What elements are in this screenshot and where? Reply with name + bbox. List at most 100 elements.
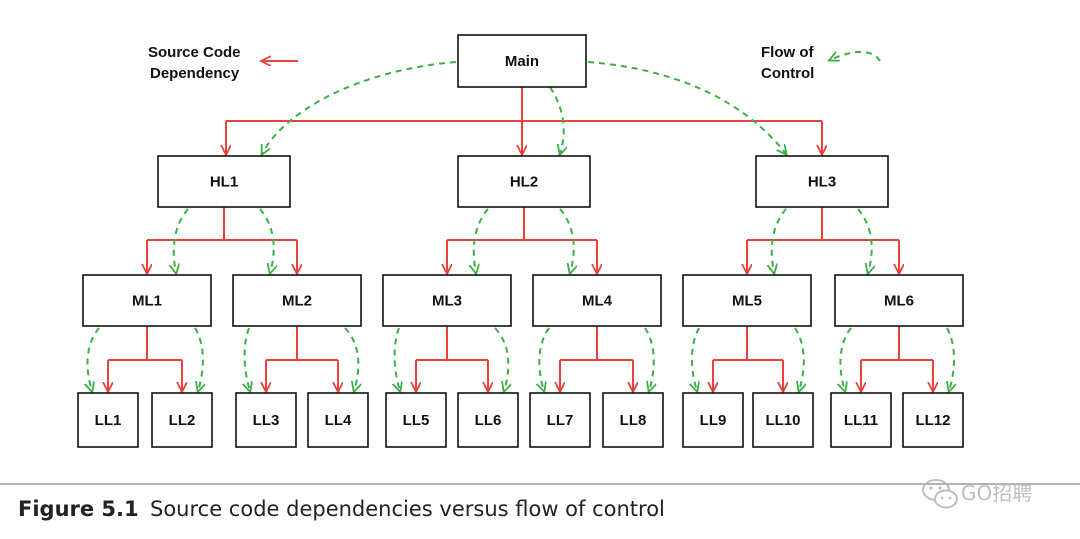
legend-flow: Flow of Control	[761, 44, 881, 82]
node-ll7: LL7	[529, 392, 591, 448]
legend-flow-arrow-icon	[830, 50, 881, 61]
node-main: Main	[457, 34, 587, 88]
node-ll8: LL8	[602, 392, 664, 448]
node-label: ML5	[732, 293, 762, 310]
node-hl2: HL2	[457, 155, 591, 208]
dependency-trunk-hl2	[447, 207, 597, 241]
node-box	[232, 274, 362, 327]
dependency-trunk-ml6	[861, 326, 933, 361]
node-box	[307, 392, 369, 448]
flow-arrow-ml6-right	[947, 327, 954, 391]
node-box	[457, 392, 519, 448]
node-box	[457, 155, 591, 208]
node-ml5: ML5	[682, 274, 812, 327]
caption-text: Source code dependencies versus flow of …	[150, 497, 665, 521]
flow-arrow-hl3-left	[772, 208, 787, 273]
node-ml6: ML6	[834, 274, 964, 327]
node-box	[902, 392, 964, 448]
node-box	[834, 274, 964, 327]
flow-arrow-hl2-left	[474, 208, 489, 273]
legend-flow-label-line1: Flow of	[761, 44, 814, 61]
dependency-trunk-ml3	[416, 326, 488, 361]
node-ml2: ML2	[232, 274, 362, 327]
flow-arrow-ml2-left	[245, 327, 250, 391]
flow-arrow-hl1-left	[174, 208, 189, 273]
node-ll4: LL4	[307, 392, 369, 448]
node-ll12: LL12	[902, 392, 964, 448]
flow-arrow-ml1-right	[194, 327, 203, 391]
node-ll3: LL3	[235, 392, 297, 448]
node-label: HL3	[808, 174, 836, 191]
node-label: LL2	[169, 412, 196, 429]
node-label: Main	[505, 53, 539, 70]
edge-layer	[88, 61, 954, 391]
dependency-trunk-ml1	[108, 326, 182, 361]
flow-arrow-hl3-right	[857, 208, 872, 273]
node-ll9: LL9	[682, 392, 744, 448]
node-ml3: ML3	[382, 274, 512, 327]
legend-dependency-label-line2: Dependency	[150, 65, 240, 82]
node-label: LL6	[475, 412, 502, 429]
flow-arrow-main-hl1	[262, 61, 457, 154]
node-hl3: HL3	[755, 155, 889, 208]
node-label: LL10	[765, 412, 800, 429]
legend-dependency-label-line1: Source Code	[148, 44, 241, 61]
node-box	[529, 392, 591, 448]
node-box	[457, 34, 587, 88]
dependency-trunk-hl3	[747, 207, 899, 241]
node-box	[602, 392, 664, 448]
node-box	[157, 155, 291, 208]
node-label: HL2	[510, 174, 538, 191]
node-ml4: ML4	[532, 274, 662, 327]
node-label: ML1	[132, 293, 162, 310]
flow-arrow-hl2-right	[559, 208, 574, 273]
node-box	[82, 274, 212, 327]
node-label: LL5	[403, 412, 430, 429]
node-ll10: LL10	[752, 392, 814, 448]
dependency-trunk-ml2	[266, 326, 338, 361]
flow-arrow-ml5-right	[794, 327, 804, 391]
node-label: ML6	[884, 293, 914, 310]
node-box	[755, 155, 889, 208]
dependency-trunk-ml4	[560, 326, 633, 361]
node-label: LL12	[915, 412, 950, 429]
node-label: LL11	[844, 412, 878, 429]
flow-arrow-main-hl2	[549, 86, 564, 154]
node-label: HL1	[210, 174, 238, 191]
flow-arrow-ml4-left	[539, 327, 550, 391]
node-label: ML4	[582, 293, 613, 310]
node-label: LL8	[620, 412, 647, 429]
node-ml1: ML1	[82, 274, 212, 327]
node-box	[382, 274, 512, 327]
watermark: GO招聘	[922, 479, 1032, 509]
node-box	[235, 392, 297, 448]
node-label: ML3	[432, 293, 462, 310]
flow-arrow-main-hl3	[587, 61, 786, 154]
flow-arrow-hl1-right	[259, 208, 274, 273]
wechat-icon	[922, 479, 958, 509]
legend-flow-label-line2: Control	[761, 65, 814, 82]
node-label: LL3	[253, 412, 280, 429]
flow-arrow-ml2-right	[344, 327, 358, 391]
node-box	[682, 392, 744, 448]
node-box	[752, 392, 814, 448]
node-ll1: LL1	[77, 392, 139, 448]
legend-dependency: Source Code Dependency	[148, 44, 298, 82]
watermark-text: GO招聘	[961, 481, 1032, 505]
node-label: ML2	[282, 293, 312, 310]
caption-label: Figure 5.1	[18, 497, 139, 521]
node-ll6: LL6	[457, 392, 519, 448]
flow-arrow-ml4-right	[644, 327, 654, 391]
node-label: LL7	[547, 412, 574, 429]
node-hl1: HL1	[157, 155, 291, 208]
flow-arrow-ml5-left	[692, 327, 699, 391]
flow-arrow-ml3-right	[494, 327, 508, 391]
node-box	[682, 274, 812, 327]
node-box	[151, 392, 213, 448]
node-box	[77, 392, 139, 448]
dependency-trunk-main	[226, 87, 822, 122]
node-ll5: LL5	[385, 392, 447, 448]
